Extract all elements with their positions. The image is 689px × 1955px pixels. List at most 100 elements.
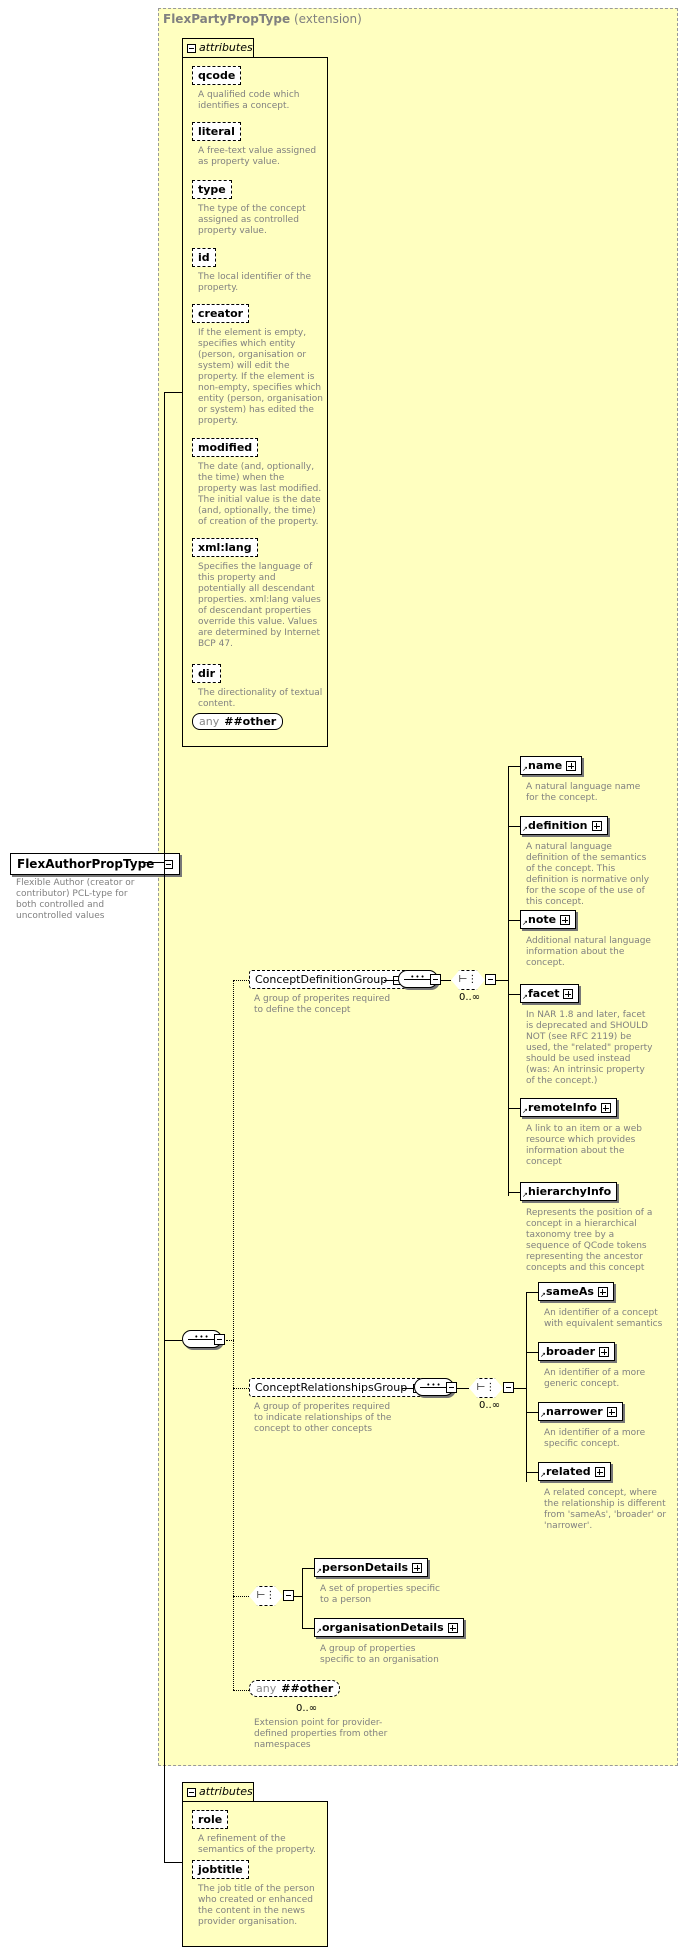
attribute-dir[interactable]: dir xyxy=(192,664,222,683)
element-desc: A group of properties specific to an org… xyxy=(320,1644,439,1665)
element-desc: An identifier of a concept with equivale… xyxy=(544,1308,663,1329)
element-desc: A related concept, where the relationshi… xyxy=(544,1488,667,1531)
element-name: hierarchyInfo xyxy=(528,1185,612,1198)
expand-icon[interactable] xyxy=(560,915,571,925)
connector xyxy=(302,1628,314,1629)
attribute-desc: Specifies the language of this property … xyxy=(198,562,321,649)
cdg-choice[interactable] xyxy=(451,970,485,990)
connector xyxy=(226,1340,234,1341)
attribute-xml-lang[interactable]: xml:lang xyxy=(192,538,258,557)
collapse-icon[interactable] xyxy=(430,974,441,985)
element-facet[interactable]: ↗facet xyxy=(520,984,580,1003)
concept-definition-group[interactable]: ConceptDefinitionGroup xyxy=(249,970,408,989)
element-narrower[interactable]: ↗narrower xyxy=(538,1402,623,1421)
collapse-icon[interactable] xyxy=(214,1334,225,1345)
attribute-jobtitle[interactable]: jobtitle xyxy=(192,1860,249,1879)
attribute-creator[interactable]: creator xyxy=(192,304,250,323)
expand-icon[interactable] xyxy=(566,761,577,771)
element-personDetails[interactable]: ↗personDetails xyxy=(314,1558,429,1577)
reference-arrow-icon: ↗ xyxy=(540,1471,546,1479)
connector xyxy=(233,1388,249,1389)
attribute-desc: A free-text value assigned as property v… xyxy=(198,146,317,167)
element-name: remoteInfo xyxy=(528,1101,597,1114)
element-desc: An identifier of a more generic concept. xyxy=(544,1368,646,1389)
expand-icon[interactable] xyxy=(563,989,574,999)
element-note[interactable]: ↗note xyxy=(520,910,577,929)
attribute-desc: The date (and, optionally, the time) whe… xyxy=(198,462,322,527)
any-desc: Extension point for provider-defined pro… xyxy=(254,1718,388,1750)
collapse-icon[interactable] xyxy=(446,1382,457,1393)
collapse-icon[interactable] xyxy=(187,1787,196,1797)
element-hierarchyInfo[interactable]: ↗hierarchyInfo xyxy=(520,1182,618,1201)
expand-icon[interactable] xyxy=(412,1563,423,1573)
element-name: broader xyxy=(546,1345,596,1358)
attribute-literal[interactable]: literal xyxy=(192,122,241,141)
expand-icon[interactable] xyxy=(447,1623,458,1633)
element-desc: A link to an item or a web resource whic… xyxy=(526,1124,643,1167)
root-element[interactable]: FlexAuthorPropType xyxy=(10,853,180,875)
element-definition[interactable]: ↗definition xyxy=(520,816,608,835)
connector xyxy=(508,1192,520,1193)
connector xyxy=(233,980,249,981)
element-desc: An identifier of a more specific concept… xyxy=(544,1428,646,1449)
collapse-icon[interactable] xyxy=(187,43,196,53)
cdg-cardinality: 0..∞ xyxy=(459,992,481,1003)
connector xyxy=(508,766,520,767)
attribute-modified[interactable]: modified xyxy=(192,438,259,457)
connector xyxy=(384,980,398,981)
element-remoteInfo[interactable]: ↗remoteInfo xyxy=(520,1098,617,1117)
attribute-desc: A refinement of the semantics of the pro… xyxy=(198,1834,317,1855)
connector xyxy=(402,1388,414,1389)
connector xyxy=(514,1388,526,1389)
attributes-tab-2[interactable]: attributes xyxy=(182,1782,254,1802)
concept-relationships-group[interactable]: ConceptRelationshipsGroup xyxy=(249,1378,428,1397)
attribute-type[interactable]: type xyxy=(192,180,232,199)
element-related[interactable]: ↗related xyxy=(538,1462,611,1481)
element-name: organisationDetails xyxy=(322,1621,444,1634)
reference-arrow-icon: ↗ xyxy=(522,1107,528,1115)
collapse-icon[interactable] xyxy=(485,974,496,985)
element-organisationDetails[interactable]: ↗organisationDetails xyxy=(314,1618,464,1637)
reference-arrow-icon: ↗ xyxy=(522,993,528,1001)
connector xyxy=(508,766,509,1196)
attributes-tab[interactable]: attributes xyxy=(182,38,254,58)
expand-icon[interactable] xyxy=(600,1103,611,1113)
expand-icon[interactable] xyxy=(597,1287,608,1297)
expand-icon[interactable] xyxy=(599,1347,610,1357)
reference-arrow-icon: ↗ xyxy=(540,1291,546,1299)
any-element[interactable]: any##other xyxy=(249,1680,341,1697)
collapse-icon[interactable] xyxy=(283,1590,294,1601)
choice-icon: ⊢⋮ xyxy=(476,1382,496,1393)
element-desc: Additional natural language information … xyxy=(526,936,651,968)
crg-sequence[interactable] xyxy=(414,1378,454,1396)
connector xyxy=(302,1568,314,1569)
element-name: related xyxy=(546,1465,591,1478)
element-sameAs[interactable]: ↗sameAs xyxy=(538,1282,614,1301)
expand-icon[interactable] xyxy=(594,1467,605,1477)
any-attribute[interactable]: any##other xyxy=(192,713,284,730)
connector xyxy=(526,1292,527,1482)
connector xyxy=(508,994,520,995)
element-name: personDetails xyxy=(322,1561,409,1574)
attribute-qcode[interactable]: qcode xyxy=(192,66,242,85)
expand-icon[interactable] xyxy=(591,821,602,831)
element-broader[interactable]: ↗broader xyxy=(538,1342,616,1361)
collapse-icon[interactable] xyxy=(503,1382,514,1393)
attribute-desc: The local identifier of the property. xyxy=(198,272,311,293)
party-choice[interactable] xyxy=(249,1586,283,1606)
any-cardinality: 0..∞ xyxy=(296,1703,318,1714)
attribute-id[interactable]: id xyxy=(192,248,216,267)
attribute-role[interactable]: role xyxy=(192,1810,229,1829)
connector xyxy=(164,392,165,1862)
attribute-desc: The directionality of textual content. xyxy=(198,688,323,709)
attribute-desc: A qualified code which identifies a conc… xyxy=(198,90,300,111)
reference-arrow-icon: ↗ xyxy=(316,1567,322,1575)
attribute-desc: The job title of the person who created … xyxy=(198,1884,315,1927)
connector xyxy=(164,1862,182,1863)
expand-icon[interactable] xyxy=(606,1407,617,1417)
element-desc: In NAR 1.8 and later, facet is deprecate… xyxy=(526,1010,653,1086)
element-name[interactable]: ↗name xyxy=(520,756,583,775)
crg-choice[interactable] xyxy=(469,1378,503,1398)
connector xyxy=(526,1292,538,1293)
connector xyxy=(302,1568,303,1628)
